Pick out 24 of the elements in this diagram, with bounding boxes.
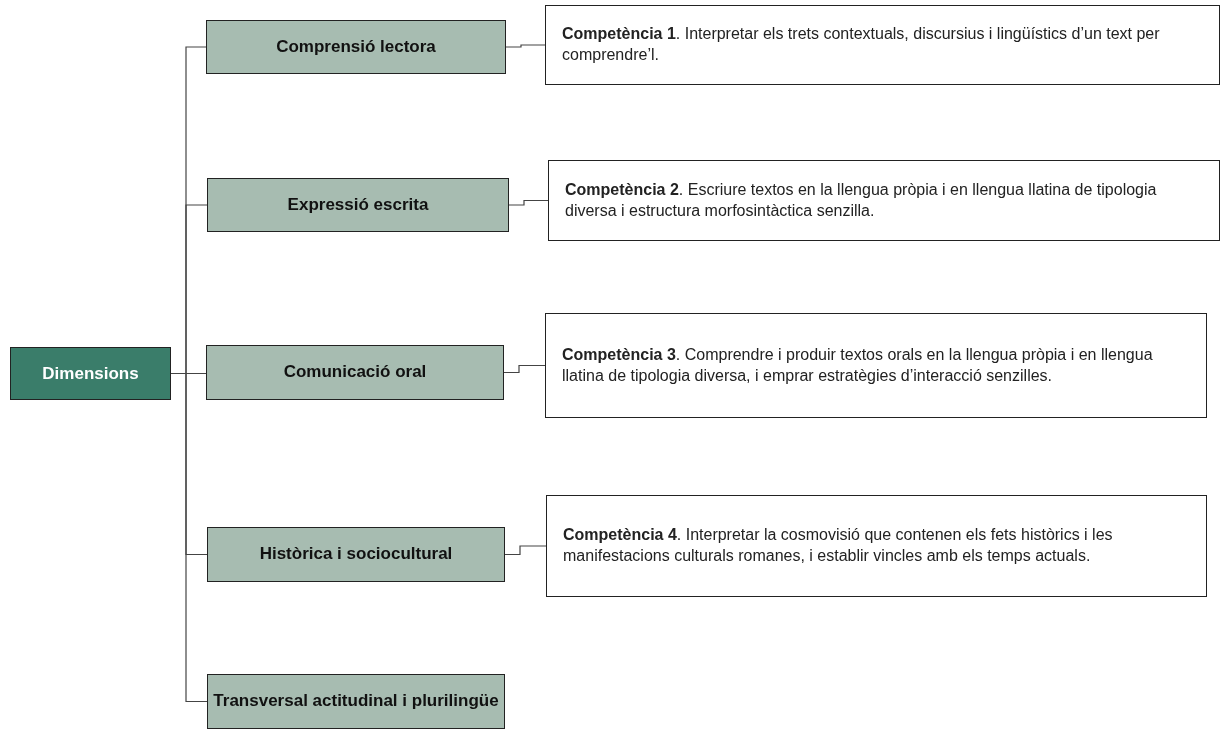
competence-description: Competència 2. Escriure textos en la llengua pròpia i en llengua llatina de tipologia diversa i estructura morfosintàctica senzilla.	[565, 179, 1158, 221]
competence-description: Competència 1. Interpretar els trets contextuals, discursius i lingüístics d’un text per comprendre’l.	[562, 24, 1161, 65]
competence-box	[548, 160, 1220, 241]
competence-description: Competència 4. Interpretar la cosmovisió que contenen els fets històrics i les manifestacions culturals romanes, i establir vincles amb els temps actuals.	[563, 525, 1114, 566]
dimension-label: Comunicació oral	[283, 362, 427, 383]
dimension-label: Històrica i sociocultural	[259, 544, 453, 565]
competence-box	[546, 495, 1207, 597]
dimension-label: Dimensions	[42, 363, 139, 384]
competence-box	[545, 5, 1220, 85]
dimension-label: Comprensió lectora	[276, 36, 436, 58]
root-box	[10, 347, 171, 400]
dimension-box	[206, 345, 504, 400]
connector-line	[505, 44, 546, 48]
connector-line	[503, 364, 546, 374]
dimension-box	[207, 674, 505, 729]
competence-box	[545, 313, 1207, 418]
connector-line	[504, 545, 547, 556]
dimension-box	[206, 20, 506, 74]
dimension-box	[207, 178, 509, 232]
dimension-label: Transversal actitudinal i plurilingüe	[213, 691, 499, 712]
dimension-label: Expressió escrita	[287, 194, 429, 216]
dimension-box	[207, 527, 505, 582]
competence-description: Competència 3. Comprendre i produir textos orals en la llengua pròpia i en llengua llatina de tipologia diversa, i emprar estratègies d’interacció senzilles.	[562, 344, 1154, 386]
connector-line	[508, 199, 549, 206]
